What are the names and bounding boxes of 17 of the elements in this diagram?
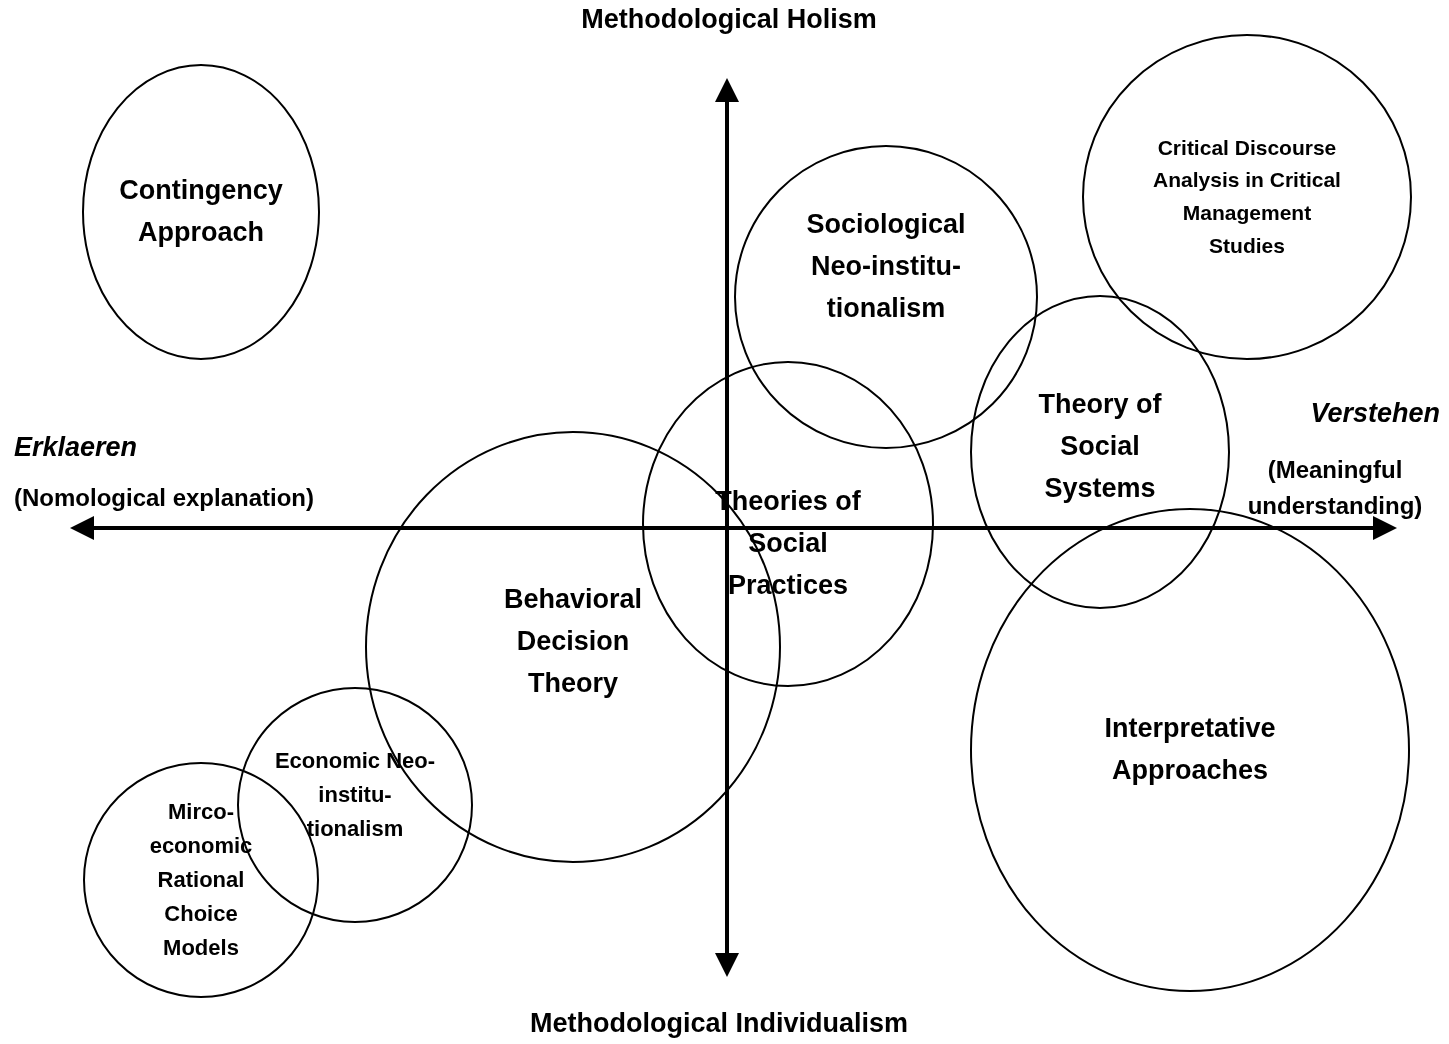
theory-circle <box>642 361 934 687</box>
circle-label: Interpretative Approaches <box>1103 712 1277 787</box>
theory-circle <box>734 145 1038 449</box>
axis-subtitle: (Meaningful understanding) <box>1246 455 1424 521</box>
axis-label: Verstehen <box>1310 398 1440 429</box>
axis-label: Erklaeren <box>14 432 138 463</box>
theory-circle <box>1082 34 1412 360</box>
theory-circle <box>970 295 1230 609</box>
circle-label: Sociological Neo-institu- tionalism <box>805 208 967 325</box>
circle-label: Behavioral Decision Theory <box>502 583 644 700</box>
circle-label: Critical Discourse Analysis in Critical Management Studies <box>1152 134 1342 259</box>
circle-label: Contingency Approach <box>118 174 284 249</box>
axis-label: Methodological Individualism <box>530 1008 908 1039</box>
axis-label: Methodological Holism <box>581 4 877 35</box>
axis-subtitle: (Nomological explanation) <box>14 484 315 512</box>
circle-label: Theory of Social Systems <box>1037 388 1163 505</box>
theory-circle <box>82 64 320 360</box>
